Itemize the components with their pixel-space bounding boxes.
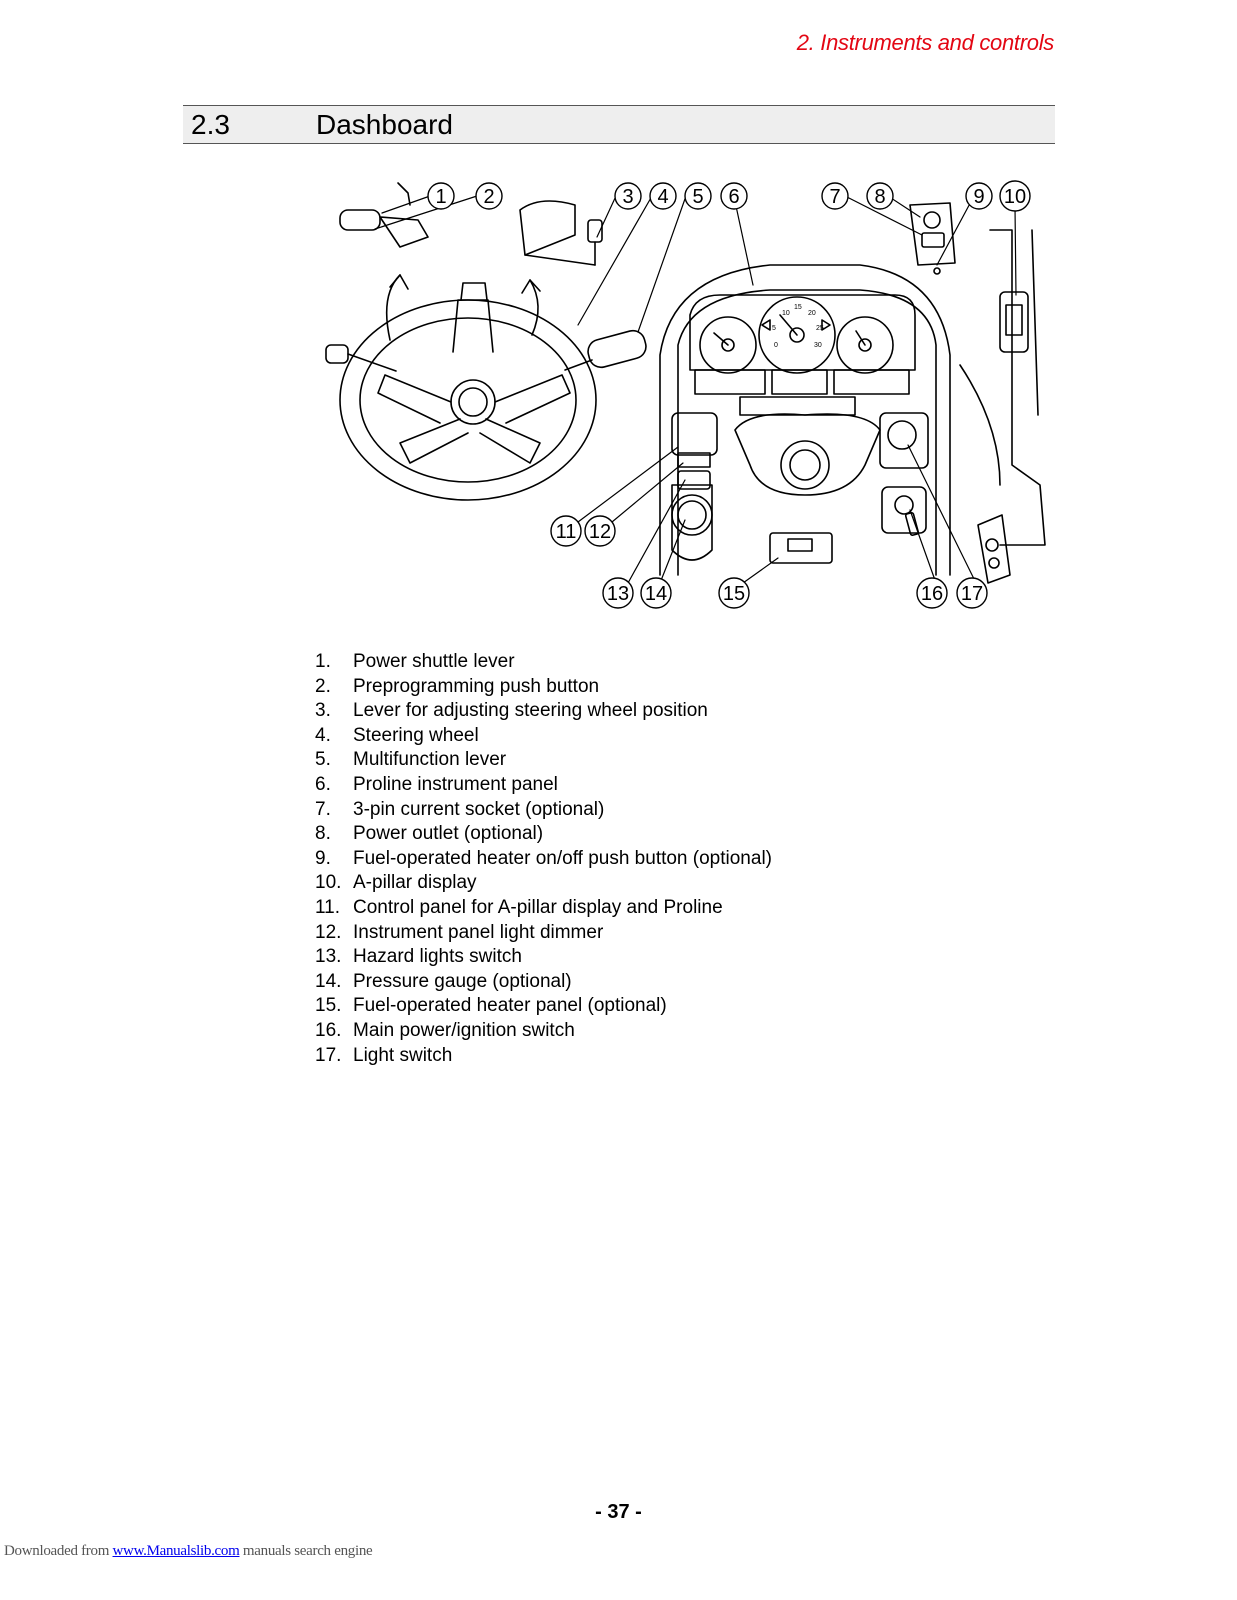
list-item: 11.Control panel for A-pillar display an… bbox=[315, 896, 723, 918]
gauge-tick-10: 10 bbox=[782, 310, 790, 317]
legend-list: 1.Power shuttle lever 2.Preprogramming p… bbox=[315, 650, 772, 1068]
dashboard-figure: 10 15 20 5 25 0 30 bbox=[300, 165, 1060, 620]
list-item: 10.A-pillar display bbox=[315, 872, 477, 894]
gauge-tick-0: 0 bbox=[774, 342, 778, 349]
callout-12: 12 bbox=[589, 521, 611, 543]
dashboard-illustration: 10 15 20 5 25 0 30 bbox=[325, 180, 1046, 609]
gauge-tick-5: 5 bbox=[772, 325, 776, 332]
chapter-header: 2. Instruments and controls bbox=[796, 30, 1055, 55]
callout-6: 6 bbox=[728, 186, 739, 208]
callout-7: 7 bbox=[829, 186, 840, 208]
list-item: 15.Fuel-operated heater panel (optional) bbox=[315, 995, 667, 1017]
list-item: 6.Proline instrument panel bbox=[315, 773, 558, 795]
footer: Downloaded from www.Manualslib.com manua… bbox=[4, 1543, 373, 1560]
manualslib-link[interactable]: www.Manualslib.com bbox=[112, 1543, 240, 1559]
gauge-tick-20: 20 bbox=[808, 310, 816, 317]
list-item: 13.Hazard lights switch bbox=[315, 946, 522, 968]
list-item: 5.Multifunction lever bbox=[315, 749, 507, 771]
list-item: 7.3-pin current socket (optional) bbox=[315, 798, 605, 820]
list-item: 17.Light switch bbox=[315, 1044, 453, 1066]
callout-16: 16 bbox=[921, 583, 943, 605]
gauge-tick-30: 30 bbox=[814, 342, 822, 349]
callout-17: 17 bbox=[961, 583, 983, 605]
callout-2: 2 bbox=[483, 186, 494, 208]
footer-prefix: Downloaded from bbox=[4, 1543, 113, 1559]
page-number: - 37 - bbox=[595, 1501, 642, 1523]
footer-suffix: manuals search engine bbox=[239, 1543, 373, 1559]
callout-8: 8 bbox=[874, 186, 885, 208]
list-item: 2.Preprogramming push button bbox=[315, 675, 600, 697]
callout-1: 1 bbox=[435, 186, 446, 208]
list-item: 1.Power shuttle lever bbox=[315, 651, 515, 672]
section-number: 2.3 bbox=[191, 109, 230, 140]
callout-13: 13 bbox=[607, 583, 629, 605]
list-item: 14.Pressure gauge (optional) bbox=[315, 970, 572, 992]
gauge-tick-25: 25 bbox=[816, 325, 824, 332]
list-item: 16.Main power/ignition switch bbox=[315, 1019, 575, 1041]
callout-9: 9 bbox=[973, 186, 984, 208]
list-item: 12.Instrument panel light dimmer bbox=[315, 921, 604, 943]
section-heading: 2.3 Dashboard bbox=[183, 105, 1055, 144]
list-item: 4.Steering wheel bbox=[315, 724, 479, 746]
callout-14: 14 bbox=[645, 583, 667, 605]
callout-3: 3 bbox=[622, 186, 633, 208]
list-item: 9.Fuel-operated heater on/off push butto… bbox=[315, 847, 772, 869]
callout-5: 5 bbox=[692, 186, 703, 208]
callout-10: 10 bbox=[1004, 186, 1026, 208]
callout-15: 15 bbox=[723, 583, 745, 605]
callout-4: 4 bbox=[657, 186, 668, 208]
section-title: Dashboard bbox=[316, 109, 453, 140]
gauge-tick-15: 15 bbox=[794, 304, 802, 311]
callout-11: 11 bbox=[556, 521, 577, 543]
list-item: 8.Power outlet (optional) bbox=[315, 823, 544, 845]
list-item: 3.Lever for adjusting steering wheel pos… bbox=[315, 700, 708, 722]
